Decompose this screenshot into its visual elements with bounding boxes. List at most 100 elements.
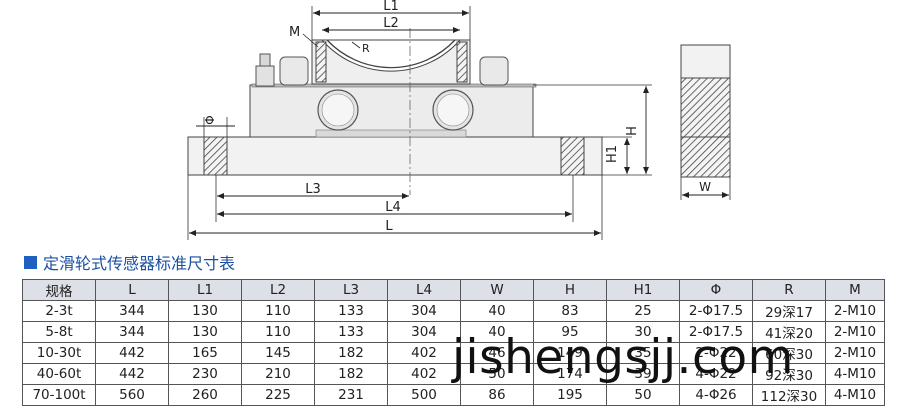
cell-l: 442: [95, 342, 169, 364]
cell-spec: 40-60t: [22, 363, 96, 385]
label-m: M: [289, 25, 300, 40]
label-r: R: [362, 42, 370, 55]
header-r: R: [752, 279, 826, 301]
cell-l2: 110: [241, 300, 315, 322]
label-w: W: [699, 180, 711, 194]
cell-l3: 182: [314, 363, 388, 385]
cell-spec: 10-30t: [22, 342, 96, 364]
cell-l: 442: [95, 363, 169, 385]
cell-w: 50: [460, 363, 534, 385]
cell-m: 4-M10: [825, 363, 885, 385]
cell-r: 112深30: [752, 384, 826, 406]
header-l1: L1: [168, 279, 242, 301]
cell-phi: 4-Φ26: [679, 384, 753, 406]
groove-block: [311, 39, 471, 85]
cell-l4: 402: [387, 342, 461, 364]
cell-h: 149: [533, 342, 607, 364]
base-hole-left: [203, 136, 228, 176]
base-plate: [187, 136, 603, 176]
header-m: M: [825, 279, 885, 301]
header-phi: Φ: [679, 279, 753, 301]
cell-m: 2-M10: [825, 300, 885, 322]
side-view-hatch-top: [680, 77, 731, 138]
cell-l2: 145: [241, 342, 315, 364]
cell-l4: 402: [387, 363, 461, 385]
label-l4: L4: [385, 200, 401, 215]
cell-phi: 2-Φ17.5: [679, 300, 753, 322]
bore-right-inner: [436, 93, 470, 127]
groove-arc: [326, 39, 456, 69]
label-h1: H1: [605, 145, 620, 163]
cell-w: 86: [460, 384, 534, 406]
cell-l3: 133: [314, 321, 388, 343]
cell-l3: 133: [314, 300, 388, 322]
cell-r: 92深30: [752, 363, 826, 385]
dimension-drawing: L1 L2 M R Φ H H1 L3 L4 L W: [187, 0, 731, 240]
sensor-body: [249, 84, 534, 138]
cell-l1: 230: [168, 363, 242, 385]
cell-l1: 165: [168, 342, 242, 364]
cell-l2: 110: [241, 321, 315, 343]
cell-h: 83: [533, 300, 607, 322]
section-title-text: 定滑轮式传感器标准尺寸表: [43, 254, 236, 273]
cell-m: 4-M10: [825, 384, 885, 406]
side-view-hatch-bottom: [680, 136, 731, 178]
cell-l2: 210: [241, 363, 315, 385]
cell-h1: 25: [606, 300, 680, 322]
lower-ledge: [315, 129, 467, 138]
cell-phi: 4-Φ22: [679, 363, 753, 385]
cable-connector: [255, 65, 275, 87]
cell-h: 195: [533, 384, 607, 406]
cell-l1: 130: [168, 300, 242, 322]
cell-w: 40: [460, 321, 534, 343]
groove-insert-right: [456, 41, 468, 83]
table-header-row: 规格 L L1 L2 L3 L4 W H H1 Φ R M: [22, 279, 885, 301]
cell-spec: 70-100t: [22, 384, 96, 406]
cell-r: 60深30: [752, 342, 826, 364]
cell-phi: 2-Φ22: [679, 342, 753, 364]
header-spec: 规格: [22, 279, 96, 301]
label-phi: Φ: [203, 115, 217, 124]
header-h: H: [533, 279, 607, 301]
bolt-left: [279, 56, 309, 86]
cell-l4: 500: [387, 384, 461, 406]
bolt-right: [479, 56, 509, 86]
cell-l: 560: [95, 384, 169, 406]
connector-top: [259, 53, 271, 67]
cell-r: 29深17: [752, 300, 826, 322]
cell-h1: 35: [606, 342, 680, 364]
cell-l: 344: [95, 321, 169, 343]
header-l: L: [95, 279, 169, 301]
label-h: H: [625, 126, 640, 136]
cell-l4: 304: [387, 321, 461, 343]
cell-w: 46: [460, 342, 534, 364]
base-hole-right: [560, 136, 585, 176]
label-l3: L3: [305, 182, 321, 197]
cell-h: 174: [533, 363, 607, 385]
header-h1: H1: [606, 279, 680, 301]
cell-spec: 2-3t: [22, 300, 96, 322]
groove-insert-left: [315, 41, 327, 83]
cell-h: 95: [533, 321, 607, 343]
label-l1: L1: [383, 0, 399, 14]
label-l2: L2: [383, 16, 399, 31]
cell-l2: 225: [241, 384, 315, 406]
header-l2: L2: [241, 279, 315, 301]
section-title: 定滑轮式传感器标准尺寸表: [24, 252, 236, 273]
header-l4: L4: [387, 279, 461, 301]
cell-h1: 50: [606, 384, 680, 406]
cell-h1: 30: [606, 321, 680, 343]
cell-l4: 304: [387, 300, 461, 322]
title-marker-icon: [24, 255, 37, 269]
cell-w: 40: [460, 300, 534, 322]
cell-h1: 39: [606, 363, 680, 385]
cell-l3: 182: [314, 342, 388, 364]
bore-left-inner: [321, 93, 355, 127]
cell-spec: 5-8t: [22, 321, 96, 343]
cell-l3: 231: [314, 384, 388, 406]
